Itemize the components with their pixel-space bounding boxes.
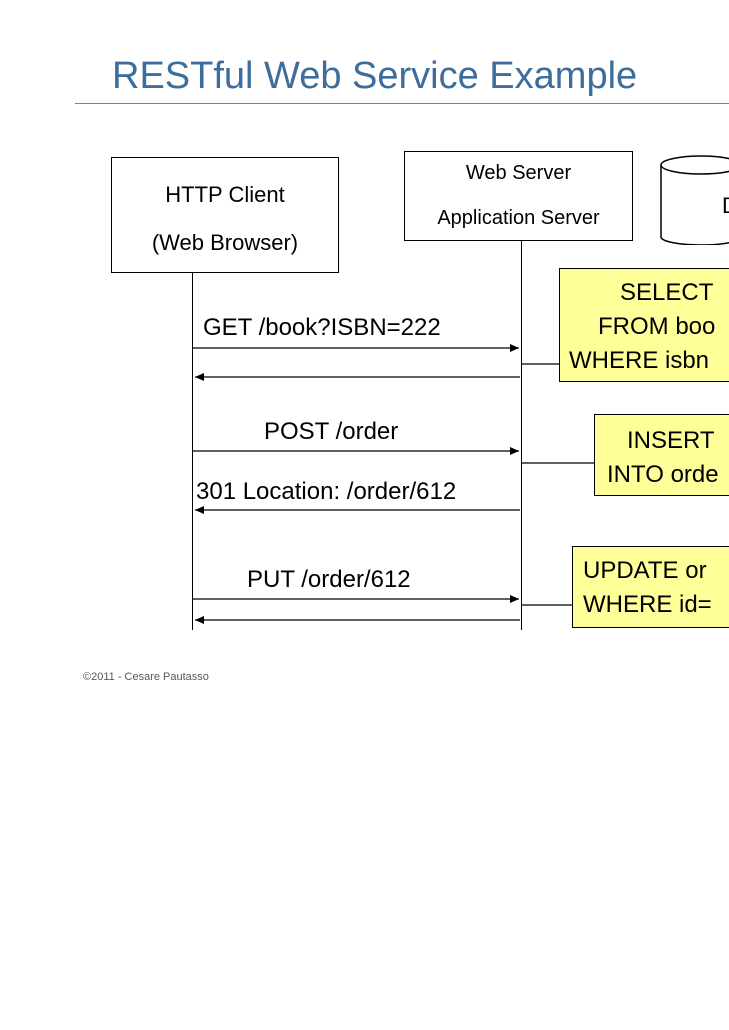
redirect-response-label: 301 Location: /order/612	[196, 478, 457, 505]
post-request-label: POST /order	[264, 418, 399, 445]
select-query-line: SELECT	[620, 279, 714, 306]
update-query-line: UPDATE or	[583, 557, 707, 584]
web-server-box: Web Server Application Server	[404, 151, 633, 241]
title-divider	[75, 103, 729, 104]
copyright-footer: ©2011 - Cesare Pautasso	[83, 671, 209, 683]
select-query-line: FROM boo	[598, 313, 716, 340]
http-client-box: HTTP Client (Web Browser)	[111, 157, 339, 273]
server-lifeline	[521, 241, 522, 630]
update-query-note: UPDATE or WHERE id=	[572, 546, 729, 628]
select-query-note: SELECT FROM boo WHERE isbn	[559, 268, 729, 382]
insert-query-line: INTO orde	[607, 461, 719, 488]
application-server-label: Application Server	[437, 207, 600, 229]
database-cylinder-icon	[660, 155, 729, 245]
insert-query-line: INSERT	[627, 427, 715, 454]
get-request-label: GET /book?ISBN=222	[203, 314, 441, 341]
insert-query-note: INSERT INTO orde	[594, 414, 729, 496]
select-query-line: WHERE isbn	[569, 347, 710, 374]
web-browser-label: (Web Browser)	[151, 230, 299, 255]
client-lifeline	[192, 273, 193, 630]
web-server-label: Web Server	[465, 162, 572, 184]
put-request-label: PUT /order/612	[247, 566, 411, 593]
slide-title: RESTful Web Service Example	[112, 55, 638, 97]
update-query-line: WHERE id=	[583, 591, 712, 618]
database-label: D	[722, 193, 729, 219]
http-client-label: HTTP Client	[165, 182, 285, 207]
